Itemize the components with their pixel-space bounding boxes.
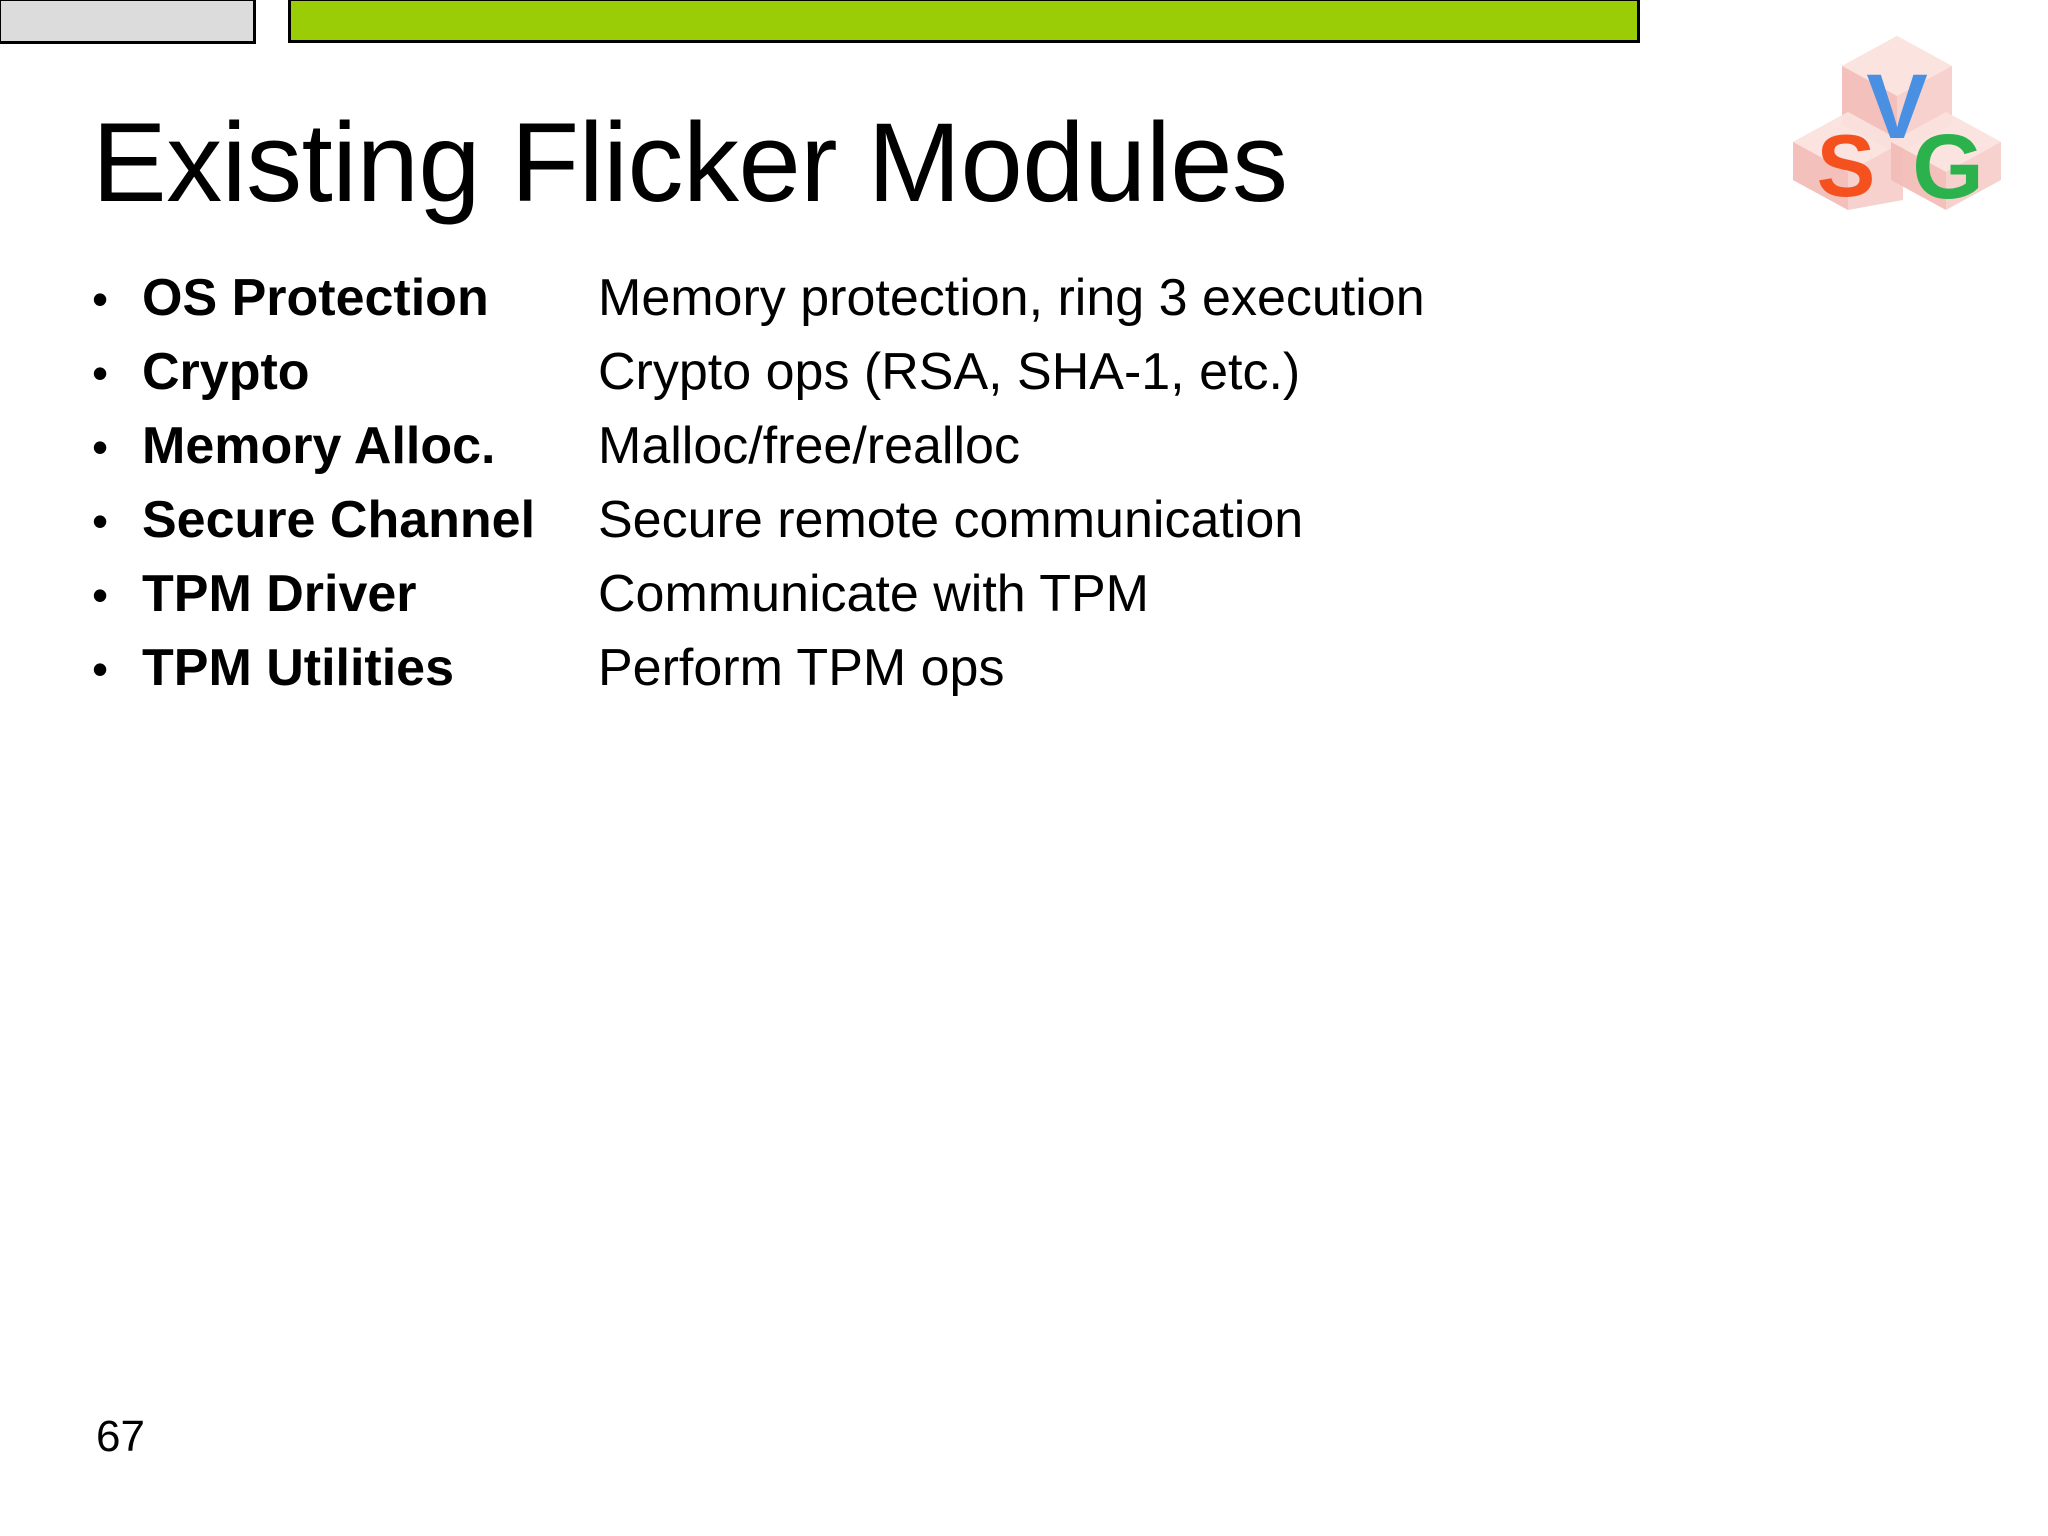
bullet-icon: • <box>92 569 109 621</box>
header-green-bar <box>288 0 1640 43</box>
module-description: Secure remote communication <box>598 491 1304 549</box>
module-list: • OS Protection Memory protection, ring … <box>80 268 1980 712</box>
module-term: TPM Utilities <box>142 639 455 697</box>
module-term: Secure Channel <box>142 491 536 549</box>
list-item: • Crypto Crypto ops (RSA, SHA-1, etc.) <box>80 342 1980 416</box>
bullet-icon: • <box>92 643 109 695</box>
module-description: Perform TPM ops <box>598 639 1005 697</box>
list-item: • Memory Alloc. Malloc/free/realloc <box>80 416 1980 490</box>
page-title: Existing Flicker Modules <box>92 100 1288 225</box>
module-term: Memory Alloc. <box>142 417 496 475</box>
logo-cube-right <box>1891 112 2001 210</box>
list-item: • OS Protection Memory protection, ring … <box>80 268 1980 342</box>
bullet-icon: • <box>92 421 109 473</box>
list-item: • TPM Driver Communicate with TPM <box>80 564 1980 638</box>
slide-number: 67 <box>96 1412 145 1461</box>
module-description: Communicate with TPM <box>598 565 1149 623</box>
logo-cube-left <box>1793 112 1903 210</box>
module-description: Memory protection, ring 3 execution <box>598 269 1425 327</box>
logo-letter-g: G <box>1912 116 1984 218</box>
module-description: Malloc/free/realloc <box>598 417 1020 475</box>
vsg-logo: V S G <box>1786 28 2008 218</box>
logo-letter-s: S <box>1817 116 1876 215</box>
header-grey-box <box>0 0 256 44</box>
module-term: TPM Driver <box>142 565 417 623</box>
module-description: Crypto ops (RSA, SHA-1, etc.) <box>598 343 1301 401</box>
list-item: • TPM Utilities Perform TPM ops <box>80 638 1980 712</box>
module-term: Crypto <box>142 343 310 401</box>
list-item: • Secure Channel Secure remote communica… <box>80 490 1980 564</box>
logo-letter-v: V <box>1866 56 1927 158</box>
bullet-icon: • <box>92 347 109 399</box>
bullet-icon: • <box>92 495 109 547</box>
bullet-icon: • <box>92 273 109 325</box>
module-term: OS Protection <box>142 269 489 327</box>
